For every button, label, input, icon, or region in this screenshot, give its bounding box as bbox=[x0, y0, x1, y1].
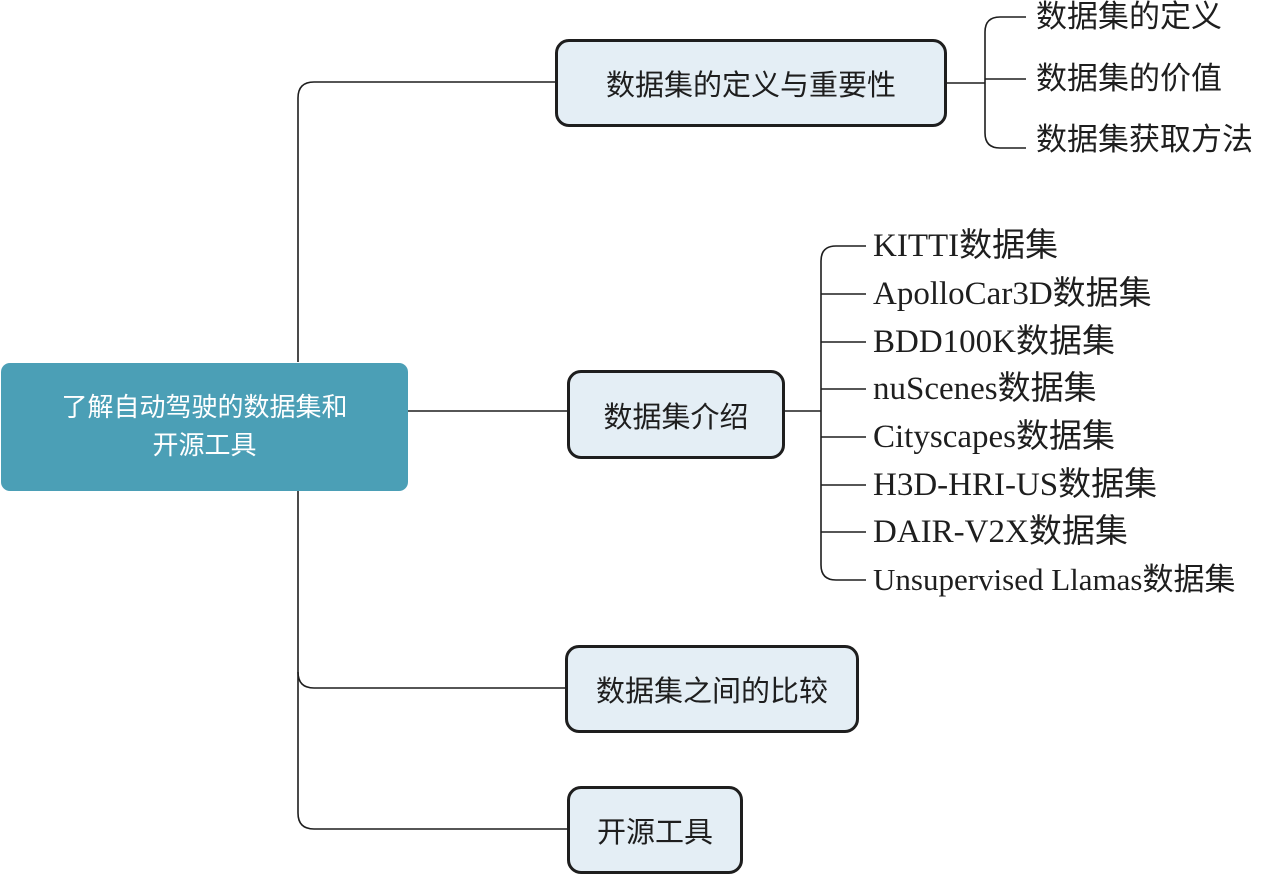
link-b2-spine bbox=[820, 245, 837, 581]
leaf-item: Unsupervised Llamas数据集 bbox=[873, 562, 1236, 597]
leaf-item: 数据集的价值 bbox=[1036, 61, 1222, 97]
root-title-line-2: 开源工具 bbox=[152, 431, 257, 461]
leaf-item: Cityscapes数据集 bbox=[873, 419, 1115, 455]
trunk-line-lower bbox=[297, 491, 315, 830]
root-title-line-1: 了解自动驾驶的数据集和 bbox=[61, 393, 348, 423]
branch-label: 数据集的定义与重要性 bbox=[605, 68, 896, 102]
branch-label: 数据集介绍 bbox=[603, 399, 749, 434]
branch-label: 数据集之间的比较 bbox=[595, 674, 828, 708]
trunk-line bbox=[297, 81, 315, 362]
link-b1-spine bbox=[984, 16, 1001, 149]
root-node: 了解自动驾驶的数据集和 开源工具 bbox=[1, 363, 408, 491]
leaf-item: 数据集的定义 bbox=[1036, 0, 1222, 35]
branch-label: 开源工具 bbox=[596, 815, 713, 849]
branch-node-dataset-comparison: 数据集之间的比较 bbox=[565, 645, 859, 733]
leaf-item: BDD100K数据集 bbox=[873, 324, 1116, 360]
link-branch-3 bbox=[297, 671, 565, 689]
leaf-item: ApolloCar3D数据集 bbox=[873, 276, 1152, 312]
branch-node-open-source-tools: 开源工具 bbox=[567, 786, 743, 874]
leaf-item: H3D-HRI-US数据集 bbox=[873, 467, 1158, 503]
branch-node-definition-importance: 数据集的定义与重要性 bbox=[555, 39, 947, 127]
leaf-item: 数据集获取方法 bbox=[1036, 122, 1253, 158]
branch-node-dataset-intro: 数据集介绍 bbox=[567, 370, 785, 459]
leaf-item: KITTI数据集 bbox=[873, 228, 1059, 264]
leaf-item: DAIR-V2X数据集 bbox=[873, 514, 1128, 550]
leaf-item: nuScenes数据集 bbox=[873, 371, 1097, 407]
